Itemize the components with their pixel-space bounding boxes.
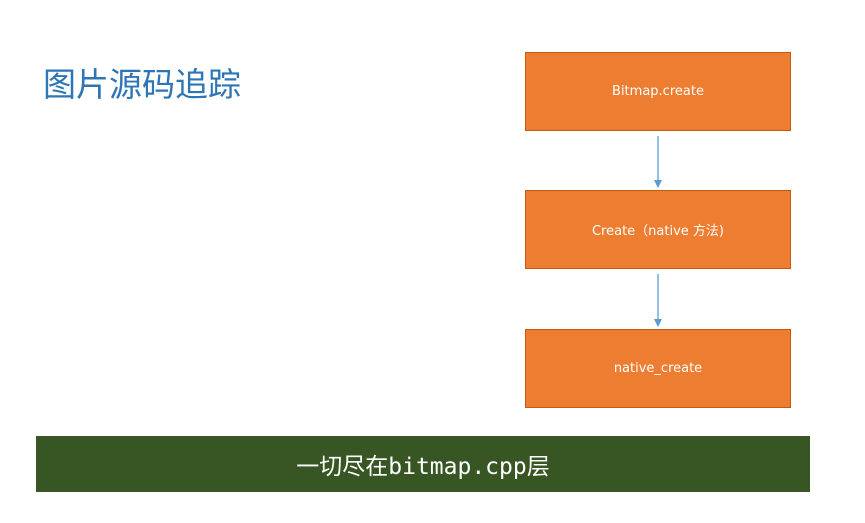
summary-banner-text: 一切尽在bitmap.cpp层 — [296, 454, 550, 480]
flow-step-label: Bitmap.create — [612, 84, 704, 99]
flow-step-label: Create（native 方法) — [591, 224, 724, 239]
flow-step-create-native: Create（native 方法) — [525, 190, 791, 269]
flow-step-native-create: native_create — [525, 329, 791, 408]
summary-banner: 一切尽在bitmap.cpp层 — [36, 436, 810, 492]
flow-step-label: native_create — [613, 361, 703, 376]
flow-step-bitmap-create: Bitmap.create — [525, 52, 791, 131]
slide-title: 图片源码追踪 — [43, 65, 241, 104]
